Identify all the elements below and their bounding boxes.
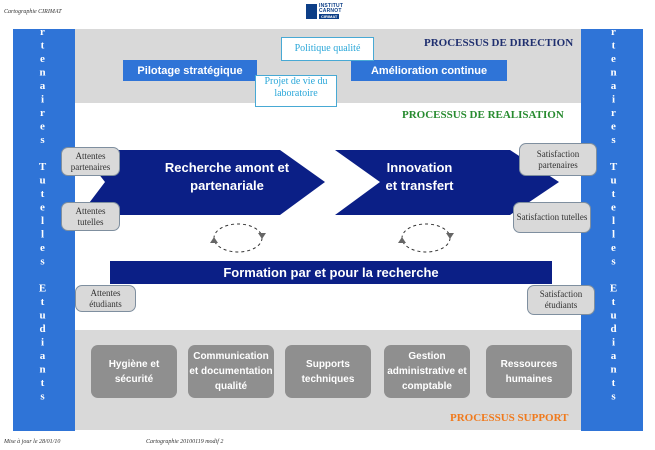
satisfaction-etudiants-pill: Satisfaction étudiants [527,285,595,315]
right-side-band [581,29,643,431]
cycle-icon [398,223,454,253]
recherche-arrow [80,150,325,215]
process-arrows [80,150,559,215]
right-side-label: Partenaires Tutelles Etudiants [581,0,646,404]
satisfaction-tutelles-pill: Satisfaction tutelles [513,202,591,233]
logo-line-1: INSTITUT [319,3,344,9]
logo-mark-icon [306,4,317,19]
attentes-partenaires-pill: Attentes partenaires [61,147,120,176]
satisfaction-etudiants-text: Satisfaction étudiants [539,289,583,310]
pilotage-box: Pilotage stratégique [123,60,257,81]
projet-callout: Projet de vie du laboratoire [255,75,337,107]
support-hygiene-box: Hygiène et sécurité [91,345,177,398]
left-side-band [13,29,75,431]
support-communication-box: Communication et documentation qualité [188,345,274,398]
support-gestion-box: Gestion administrative et comptable [384,345,470,398]
attentes-tutelles-text: Attentes tutelles [75,205,106,227]
footer-document-name: Cartographie 20100119 modif 2 [146,439,224,445]
recherche-label: Recherche amont et partenariale [164,160,290,193]
attentes-tutelles-pill: Attentes tutelles [61,202,120,231]
left-side-text: Partenaires Tutelles Etudiants [36,0,49,404]
logo-badge: CIRIMAT [319,14,340,19]
support-techniques-box: Supports techniques [285,345,371,398]
projet-text: Projet de vie du laboratoire [264,76,328,99]
satisfaction-tutelles-text: Satisfaction tutelles [516,212,588,222]
support-rh-box: Ressources humaines [486,345,572,398]
logo: INSTITUT CARNOT CIRIMAT [306,4,354,19]
footer-update-date: Mise à jour le 28/01/10 [4,439,61,445]
attentes-etudiants-pill: Attentes étudiants [75,285,136,312]
logo-line-2: CARNOT [319,8,342,14]
realisation-title: PROCESSUS DE REALISATION [402,109,564,121]
right-side-text: Partenaires Tutelles Etudiants [607,0,620,404]
formation-bar: Formation par et pour la recherche [110,261,552,284]
innovation-label: Innovation et transfert [385,160,454,193]
politique-text: Politique qualité [294,43,361,54]
politique-callout: Politique qualité [281,37,374,61]
satisfaction-partenaires-pill: Satisfaction partenaires [519,143,597,176]
support-title: PROCESSUS SUPPORT [450,412,569,424]
header-note: Cartographie CIRIMAT [4,9,62,15]
left-side-label: Partenaires Tutelles Etudiants [10,0,75,404]
attentes-etudiants-text: Attentes étudiants [89,287,122,309]
innovation-arrow [335,150,559,215]
direction-title: PROCESSUS DE DIRECTION [424,37,574,49]
cycle-icon [210,223,266,253]
satisfaction-partenaires-text: Satisfaction partenaires [536,148,580,170]
attentes-partenaires-text: Attentes partenaires [70,150,111,172]
amelioration-box: Amélioration continue [351,60,507,81]
